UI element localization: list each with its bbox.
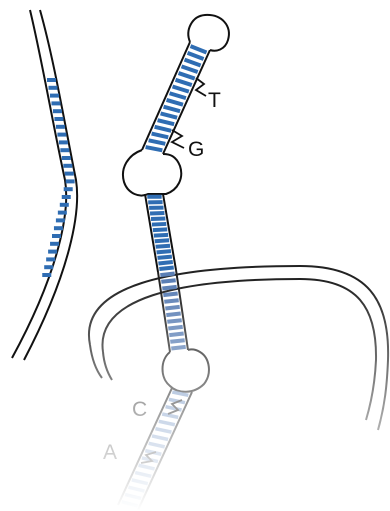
base-pair-rung [151, 218, 165, 219]
base-pair-rung [185, 60, 201, 66]
stem-middle-left-strand [145, 194, 158, 272]
stem-lower-left-strand [158, 272, 170, 352]
base-pair-rung [122, 502, 138, 506]
base-pair-rung [173, 87, 189, 92]
base-pair-rung [163, 294, 177, 296]
base-pair-rung [135, 473, 151, 477]
base-pair-rung [154, 235, 168, 236]
notch-t [196, 78, 206, 96]
base-pair-rung [167, 320, 181, 322]
label-g: G [188, 138, 204, 161]
base-pair-rung [156, 246, 170, 247]
base-pair-rung [176, 80, 192, 85]
base-pair-rung [139, 465, 155, 469]
base-pair-rung [168, 327, 182, 329]
label-t: T [208, 89, 221, 112]
base-pair-rung [179, 73, 195, 79]
base-pair-rung [171, 347, 185, 349]
base-pair-rung [164, 300, 178, 302]
base-pair-rung [164, 107, 180, 112]
base-pair-rung [170, 340, 184, 342]
base-pair-rung [157, 257, 171, 258]
base-pair-rung [152, 224, 166, 225]
base-pair-rung [149, 140, 166, 144]
stem-lower-right-strand [176, 270, 188, 350]
base-pair-rung [125, 495, 141, 499]
base-pair-rung [132, 480, 148, 484]
label-c: C [132, 398, 147, 421]
base-pair-rung [128, 487, 144, 491]
left-strand-inner [24, 10, 77, 360]
base-pair-rung [160, 274, 174, 276]
base-pair-rung [146, 147, 163, 150]
base-pair-rung [159, 267, 173, 269]
base-pair-rung [161, 280, 175, 282]
internal-loop-upper [123, 150, 181, 196]
base-pair-rung [158, 120, 175, 124]
base-pair-rung [166, 407, 182, 410]
base-pair-rung [158, 262, 172, 263]
base-pair-rung [170, 93, 186, 98]
base-pair-rung [157, 251, 171, 252]
base-pair-rung [152, 436, 168, 440]
base-pair-rung [165, 307, 179, 309]
base-pair-rung [159, 421, 175, 424]
base-pair-rung [188, 53, 204, 59]
base-pair-rung [149, 443, 165, 447]
hairpin-structure: C A T G [103, 15, 229, 510]
base-pair-rung [153, 229, 167, 230]
base-pair-rung [182, 66, 198, 72]
base-pair-rung [155, 429, 171, 432]
stem-upper-base-pairs [146, 46, 207, 150]
base-pair-rung [167, 100, 183, 105]
notch-g [172, 130, 184, 148]
left-double-strand [12, 10, 77, 360]
base-pair-rung [162, 414, 178, 417]
base-pair-rung [161, 113, 178, 117]
base-pair-rung [155, 127, 172, 131]
base-pair-rung [169, 334, 183, 336]
terminal-loop [188, 15, 229, 51]
base-pair-rung [152, 134, 169, 138]
internal-loop-lower [163, 349, 209, 391]
base-pair-rung [166, 314, 180, 316]
lower-fading-region: C A [103, 270, 209, 510]
label-a: A [103, 441, 117, 464]
base-pair-rung [155, 240, 169, 241]
left-strand-outer [12, 10, 66, 358]
base-pair-rung [162, 287, 176, 289]
